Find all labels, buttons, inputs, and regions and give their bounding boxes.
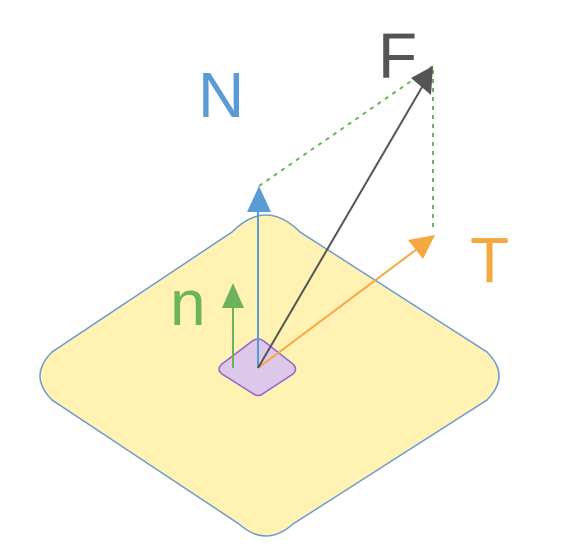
force-label: F <box>378 20 417 92</box>
tangential-component-arrow <box>257 235 435 369</box>
unit-normal-arrow <box>222 283 244 368</box>
force-arrow <box>257 66 433 369</box>
unit-normal-label: n <box>170 267 206 339</box>
normal-component-arrow <box>247 186 271 368</box>
normal-component-label: N <box>198 59 244 131</box>
tangential-component-label: T <box>470 224 509 296</box>
